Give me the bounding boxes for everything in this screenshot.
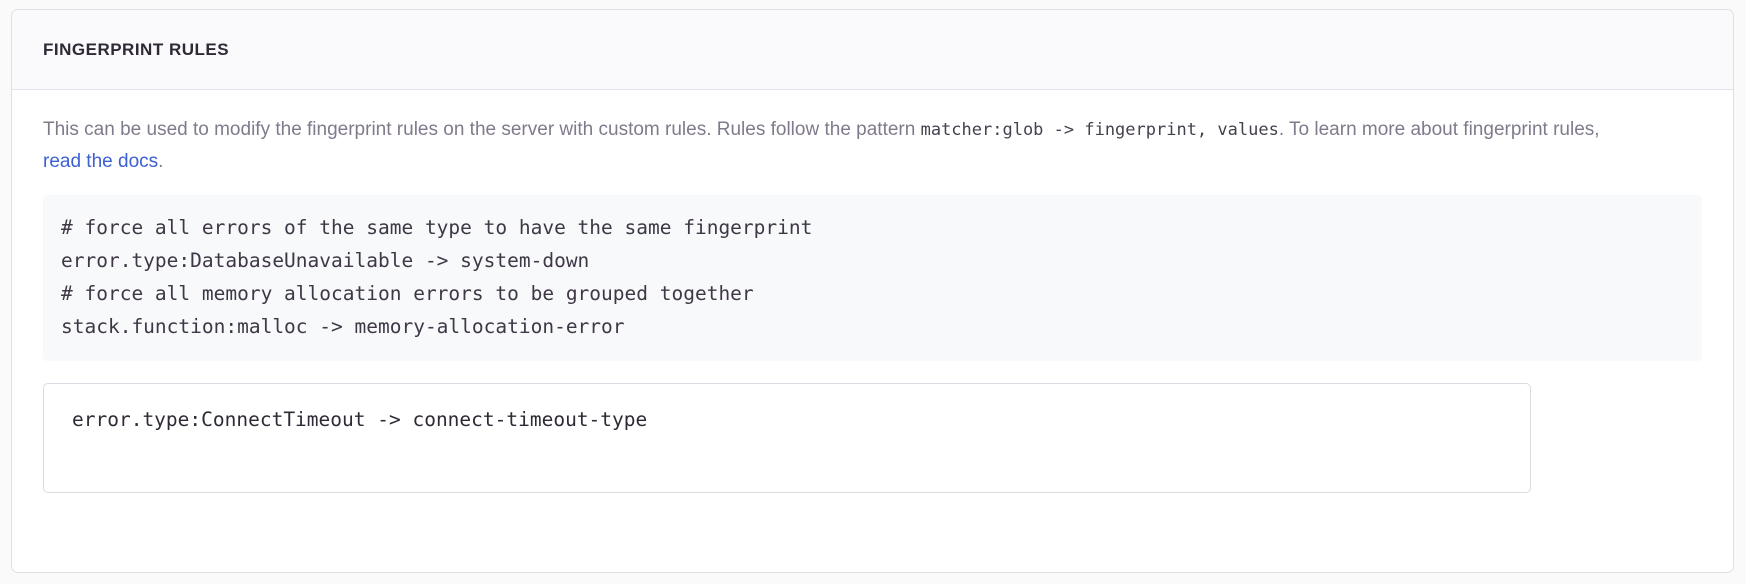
fingerprint-rules-panel: FINGERPRINT RULES This can be used to mo…	[11, 9, 1734, 573]
panel-body: This can be used to modify the fingerpri…	[12, 90, 1733, 493]
panel-description: This can be used to modify the fingerpri…	[43, 114, 1603, 177]
read-the-docs-link[interactable]: read the docs	[43, 151, 159, 172]
example-rules-code-block: # force all errors of the same type to h…	[43, 195, 1702, 361]
description-text-part-3: .	[158, 151, 164, 172]
description-text-part-2: . To learn more about fingerprint rules,	[1278, 119, 1600, 140]
description-text-part-1: This can be used to modify the fingerpri…	[43, 119, 921, 140]
page-title: FINGERPRINT RULES	[43, 39, 230, 59]
panel-header: FINGERPRINT RULES	[12, 10, 1733, 90]
description-pattern-code: matcher:glob -> fingerprint, values	[920, 120, 1279, 140]
fingerprint-rules-input[interactable]	[43, 383, 1531, 493]
